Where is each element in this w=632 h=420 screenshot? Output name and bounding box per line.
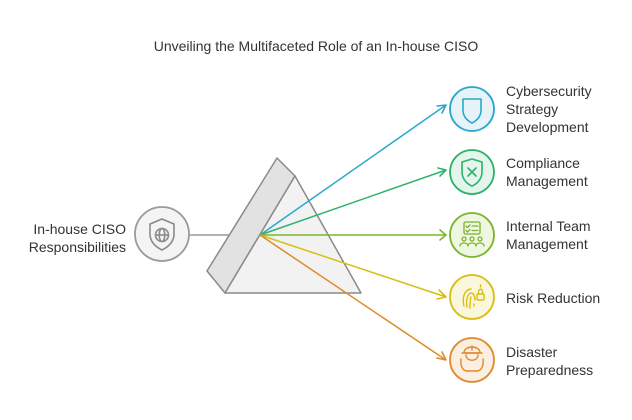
shield-icon bbox=[462, 98, 482, 124]
helmet-worker-icon bbox=[460, 345, 484, 372]
arrow-heads bbox=[436, 104, 447, 361]
output-circle-risk-reduction bbox=[449, 274, 495, 320]
arrow-head-internal-team bbox=[439, 229, 447, 241]
output-label-compliance: Compliance Management bbox=[506, 155, 588, 189]
arrow-head-compliance bbox=[437, 167, 447, 177]
arrow-head-cybersecurity bbox=[436, 104, 447, 114]
beam-disaster bbox=[259, 234, 447, 361]
diagram-title: Unveiling the Multifaceted Role of an In… bbox=[153, 38, 479, 54]
output-circle-compliance bbox=[449, 149, 495, 195]
output-circle-disaster bbox=[449, 337, 495, 383]
output-label-internal-team: Internal Team Management bbox=[506, 218, 591, 252]
shield-x-icon bbox=[461, 158, 483, 187]
source-icon-circle bbox=[134, 206, 190, 262]
beam-risk-reduction bbox=[259, 234, 447, 298]
fingerprint-lock-icon bbox=[462, 284, 485, 309]
output-label-disaster: Disaster Preparedness bbox=[506, 344, 594, 378]
arrow-head-risk-reduction bbox=[436, 289, 447, 300]
output-beams bbox=[259, 104, 447, 361]
shield-globe-icon bbox=[149, 218, 175, 251]
beam-cybersecurity bbox=[259, 104, 447, 236]
prism bbox=[206, 157, 362, 294]
output-circle-cybersecurity bbox=[449, 86, 495, 132]
output-label-risk-reduction: Risk Reduction bbox=[506, 290, 601, 306]
arrow-head-disaster bbox=[436, 351, 447, 361]
beam-compliance bbox=[259, 169, 447, 236]
output-label-cybersecurity: Cybersecurity Strategy Development bbox=[506, 83, 592, 135]
source-label: In-house CISO Responsibilities bbox=[28, 221, 126, 255]
team-checklist-icon bbox=[459, 221, 485, 247]
output-circle-internal-team bbox=[449, 212, 495, 258]
